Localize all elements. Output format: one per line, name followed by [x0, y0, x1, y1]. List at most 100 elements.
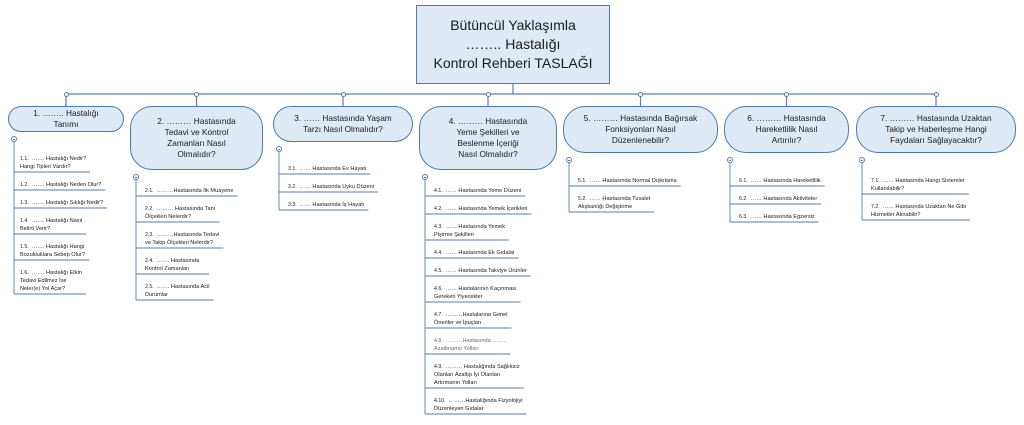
subtopic-text: ………Hastasında Tedavi — [156, 232, 220, 238]
collapse-toggle-icon[interactable] — [859, 157, 865, 163]
subtopic-item[interactable]: 3.3.…… Hastasında İş Hayatı — [288, 201, 364, 209]
collapse-toggle-icon[interactable] — [727, 157, 733, 163]
subtopic-item[interactable]: 5.1.…… Hastasında Normal Dışkılama — [578, 177, 677, 185]
subtopic-line: 4.7.………Hastalarına Genel — [434, 311, 508, 319]
subtopic-item[interactable]: 4.4.…… Hastasında Ek Gıdalar — [434, 249, 515, 257]
subtopic-number: 4.7. — [434, 312, 443, 318]
subtopic-line: 4.5.…… Hastasında Takviye Ürünler — [434, 267, 527, 275]
subtopic-text: Durumlar — [145, 292, 169, 298]
subtopic-number: 4.3. — [434, 224, 443, 230]
subtopic-item[interactable]: 4.2.…… Hastasında Yemek İçerikleri — [434, 205, 527, 213]
subtopic-line: 6.1.…… Hastasında Hareketlilik — [739, 177, 821, 185]
subtopic-item[interactable]: 1.2.……. Hastalığı Neden Olur? — [20, 181, 101, 189]
subtopic-item[interactable]: 4.1.…… Hastasında Yeme Düzeni — [434, 187, 521, 195]
subtopic-text: ………Hastalığında Fizyolojiyi — [448, 398, 523, 404]
collapse-toggle-icon[interactable] — [133, 174, 139, 180]
collapse-toggle-icon[interactable] — [276, 146, 282, 152]
collapse-toggle-icon[interactable] — [11, 136, 17, 142]
subtopic-text: ve Takip Ölçekleri Nelerdir? — [145, 240, 213, 246]
subtopic-item[interactable]: 6.3.…… Hastasında Egzersiz — [739, 213, 815, 221]
subtopic-item[interactable]: 4.8.………Hastasında ……..Azaltmanın Yolları — [434, 337, 507, 353]
subtopic-line: 5.2.…… Hastasında Tuvalet — [578, 195, 650, 203]
branch-title-line: 7. ……… Hastasında Uzaktan — [880, 113, 992, 123]
subtopic-item[interactable]: 4.5.…… Hastasında Takviye Ürünler — [434, 267, 527, 275]
subtopic-text: ………Hastasında …….. — [445, 338, 507, 344]
subtopic-item[interactable]: 3.1.…… Hastasında Ev Hayatı — [288, 165, 367, 173]
branch-title-line: 3. …… Hastasında Yaşam — [294, 113, 392, 123]
subtopic-number: 2.1. — [145, 188, 154, 194]
subtopic-line: 7.2.…… Hastasında Uzaktan Ne Gibi — [871, 203, 966, 211]
subtopic-line: 4.8.………Hastasında …….. — [434, 337, 507, 345]
subtopic-text: ………Hastalarına Genel — [445, 312, 508, 318]
subtopic-text: …… Hastasında Uzaktan Ne Gibi — [882, 204, 966, 210]
branch-connector-dot — [194, 91, 199, 97]
subtopic-number: 4.8. — [434, 338, 443, 344]
subtopic-text: ……. Hastasında Acil — [156, 284, 210, 290]
subtopic-text: …… Hastasında Yemek — [445, 224, 506, 230]
subtopic-text: Tedavi Edilmez İse — [20, 278, 67, 284]
subtopic-text: …… Hastasında Yemek İçerikleri — [445, 206, 528, 212]
branch-title-line: Nasıl Olmalıdır? — [458, 149, 518, 159]
subtopic-number: 4.1. — [434, 188, 443, 194]
subtopic-number: 1.5. — [20, 244, 29, 250]
subtopic-text: Alışkanlığı Değiştirme — [578, 204, 633, 210]
collapse-toggle-icon[interactable] — [422, 174, 428, 180]
root-node[interactable]: Bütüncül Yaklaşımla …….. Hastalığı Kontr… — [416, 5, 610, 84]
branch-node-1[interactable]: 1. …….. Hastalığı Tanımı — [8, 106, 124, 132]
branch-title-line: Takip ve Haberleşme Hangi — [885, 124, 987, 134]
subtopic-text: Kontrol Zamanları — [145, 266, 190, 272]
subtopic-line: 7.1.…… Hastasında Hangi Sistemler — [871, 177, 965, 185]
subtopic-line: 1.4.……. Hastalığı Nasıl — [20, 217, 82, 225]
subtopic-text: Belirti Verir? — [20, 226, 51, 232]
subtopic-item[interactable]: 1.1.……. Hastalığı Nedir?Hangi Tipleri Va… — [20, 155, 86, 171]
subtopic-text: Neler(e) Yol Açar? — [20, 286, 66, 292]
branch-connector-dot — [784, 91, 789, 97]
subtopic-text: Olanları Azaltıp İyi Olanları — [434, 372, 501, 378]
subtopic-item[interactable]: 2.1.………Hastasında İlk Muayene — [145, 187, 233, 195]
subtopic-number: 4.5. — [434, 268, 443, 274]
subtopic-text: …… Hastasında Hareketlilik — [750, 178, 821, 184]
subtopic-item[interactable]: 6.1.…… Hastasında Hareketlilik — [739, 177, 821, 185]
subtopic-number: 4.9. — [434, 364, 443, 370]
subtopic-line: 2.5.……. Hastasında Acil — [145, 283, 210, 291]
subtopic-text: …… Hastasında Yeme Düzeni — [445, 188, 522, 194]
subtopic-number: 4.6. — [434, 286, 443, 292]
branch-title-line: 6. ……… Hastasında — [747, 113, 826, 123]
collapse-toggle-icon[interactable] — [566, 157, 572, 163]
subtopic-item[interactable]: 1.3.……. Hastalığı Sıklığı Nedir? — [20, 199, 103, 207]
subtopic-item[interactable]: 3.2.…… Hastasında Uyku Düzeni — [288, 183, 374, 191]
subtopic-number: 4.10. — [434, 398, 446, 404]
subtopic-item[interactable]: 6.2.…… Hastasında Aktiviteler — [739, 195, 817, 203]
subtopic-text: ……. Hastalığı Etkin — [31, 270, 83, 276]
subtopic-number: 2.4. — [145, 258, 154, 264]
subtopic-number: 6.2. — [739, 196, 748, 202]
subtopic-text: ……. Hastasında — [156, 258, 200, 264]
subtopic-text: …… Hastasında Normal Dışkılama — [589, 178, 677, 184]
branch-title-line: Zamanları Nasıl — [167, 138, 226, 148]
branch-title-line: Yeme Şekilleri ve — [456, 127, 520, 137]
branch-title-line: Hareketlilik Nasıl — [755, 124, 818, 134]
subtopic-number: 4.4. — [434, 250, 443, 256]
